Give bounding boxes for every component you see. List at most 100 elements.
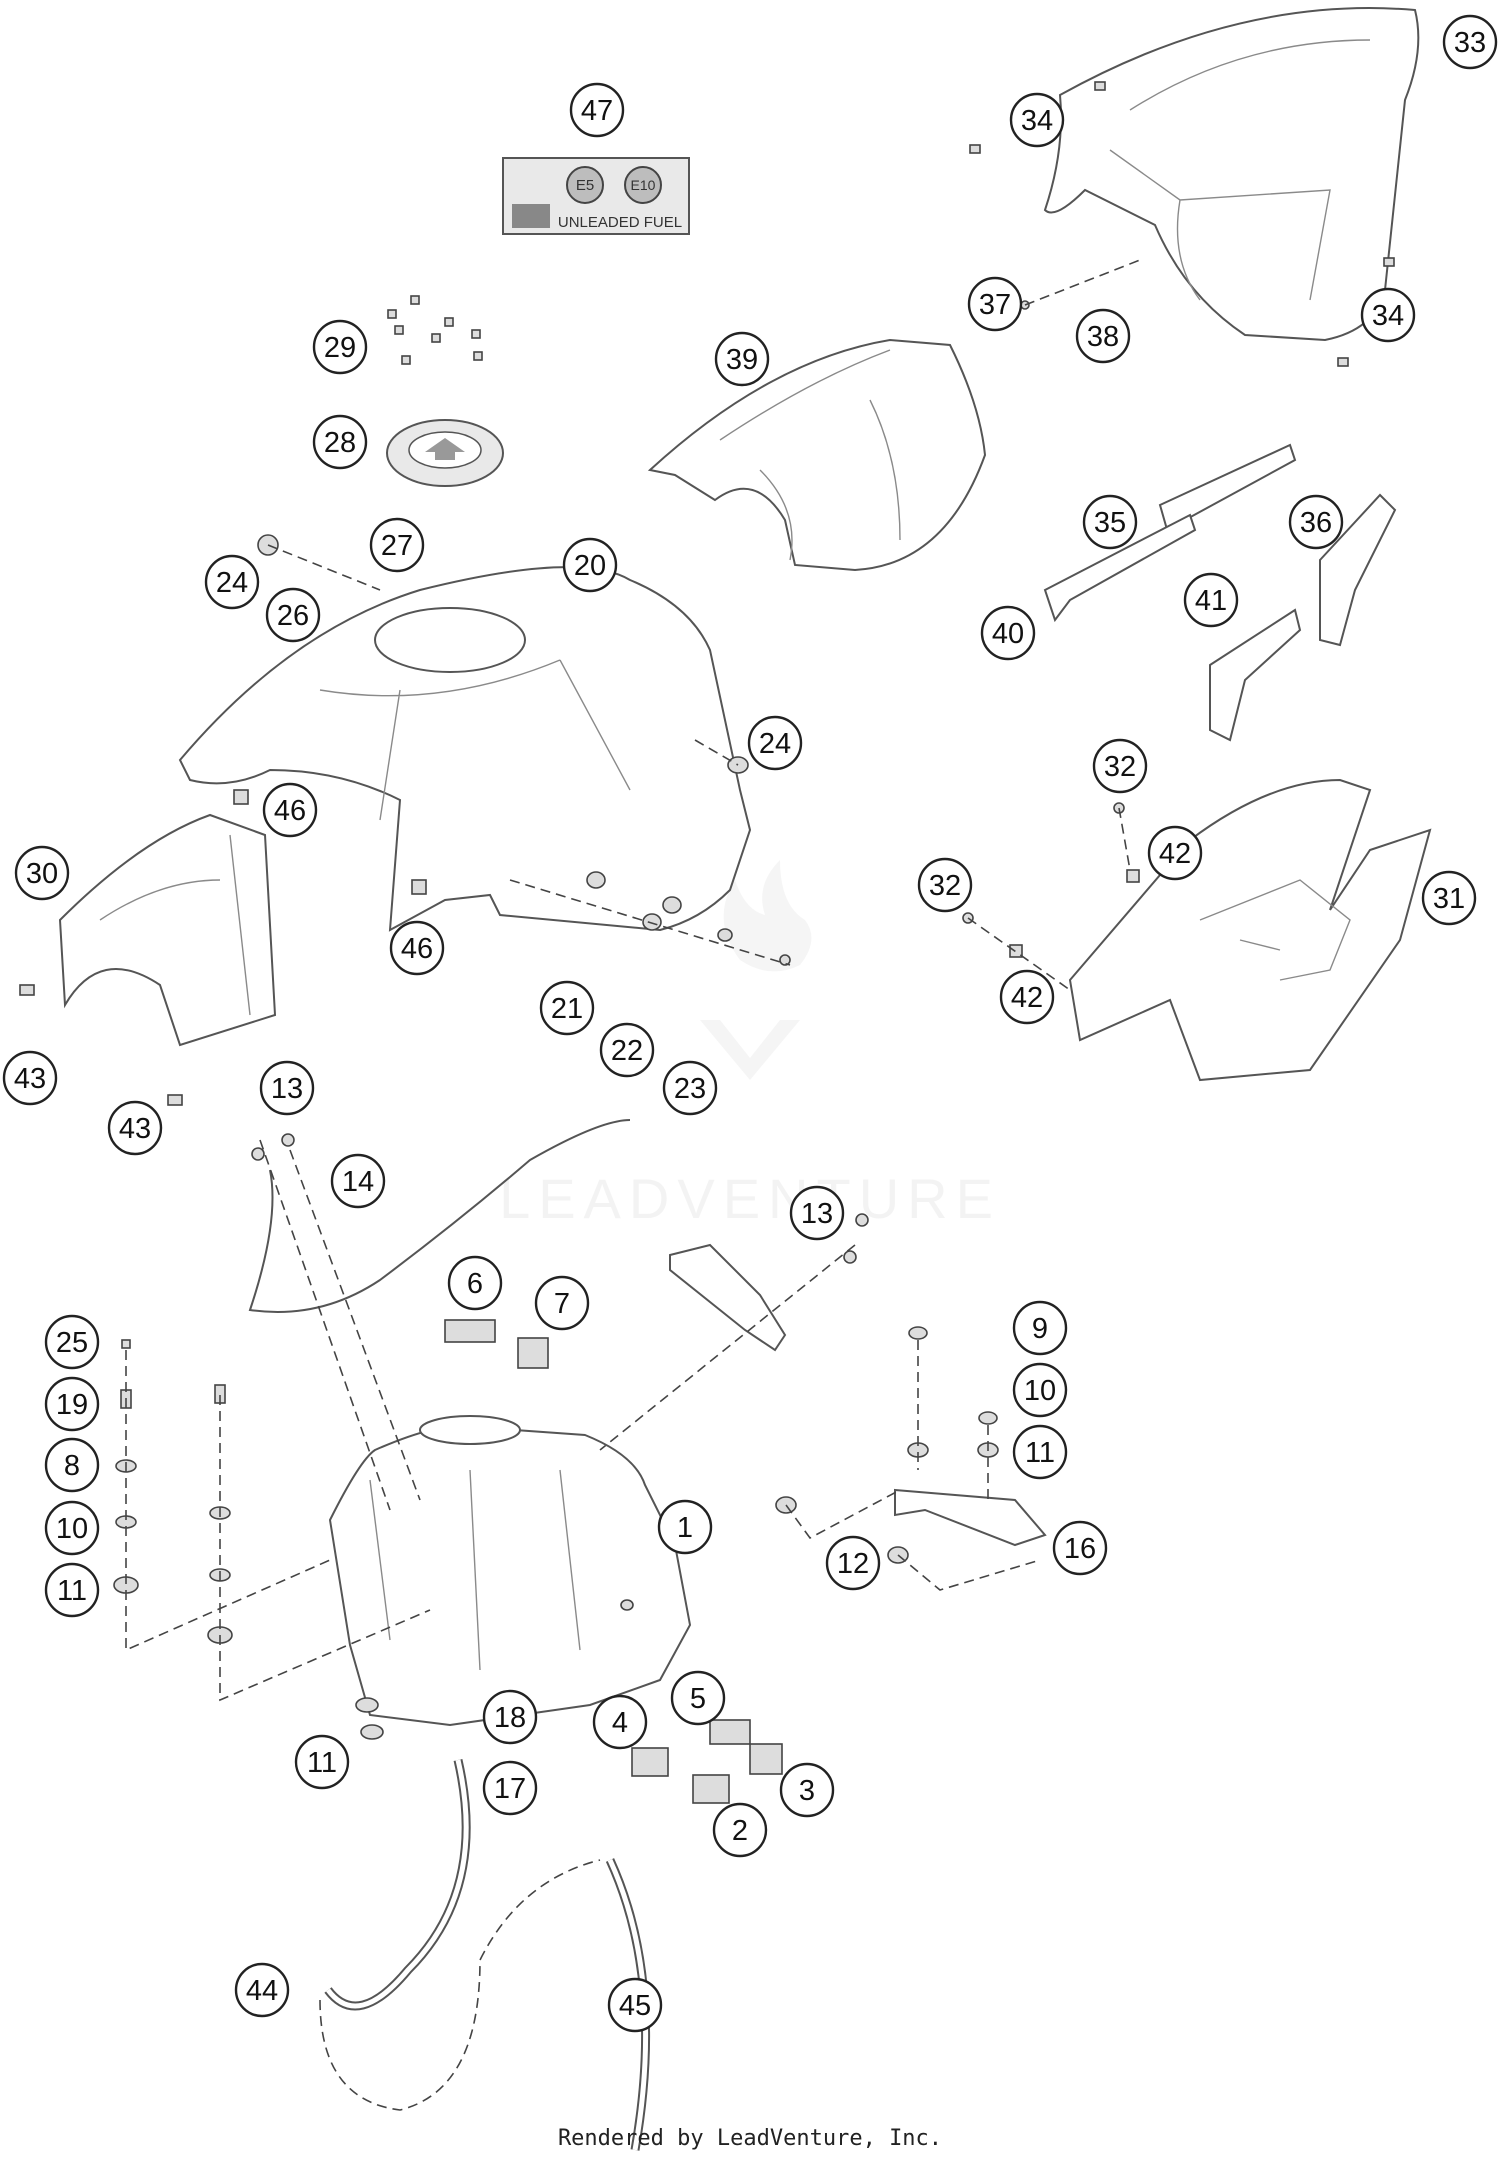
- callout-1: 1: [657, 1499, 713, 1555]
- screw-set: [387, 295, 483, 365]
- callout-3: 3: [779, 1762, 835, 1818]
- callout-number: 36: [1300, 507, 1332, 539]
- callout-36: 36: [1288, 494, 1344, 550]
- callout-46: 46: [262, 782, 318, 838]
- callout-30: 30: [14, 845, 70, 901]
- callout-number: 32: [1104, 751, 1136, 783]
- callout-10: 10: [1012, 1362, 1068, 1418]
- callout-31: 31: [1421, 870, 1477, 926]
- callout-number: 45: [619, 1990, 651, 2022]
- callout-number: 30: [26, 858, 58, 890]
- callout-number: 16: [1064, 1533, 1096, 1565]
- fuel-pump-icon: [512, 204, 550, 228]
- tank-hardware: [586, 871, 791, 966]
- callout-number: 23: [674, 1073, 706, 1105]
- callout-25: 25: [44, 1314, 100, 1370]
- callout-28: 28: [312, 414, 368, 470]
- callout-11: 11: [1012, 1424, 1068, 1480]
- callout-number: 27: [381, 530, 413, 562]
- callout-number: 43: [119, 1113, 151, 1145]
- callout-number: 6: [467, 1268, 483, 1300]
- callout-11: 11: [44, 1562, 100, 1618]
- callout-number: 5: [690, 1683, 706, 1715]
- callout-10: 10: [44, 1500, 100, 1556]
- callout-27: 27: [369, 517, 425, 573]
- callout-number: 13: [271, 1073, 303, 1105]
- callout-number: 13: [801, 1198, 833, 1230]
- callout-45: 45: [607, 1977, 663, 2033]
- callout-43: 43: [107, 1100, 163, 1156]
- callout-34: 34: [1009, 92, 1065, 148]
- callout-number: 11: [57, 1575, 87, 1607]
- callout-21: 21: [539, 980, 595, 1036]
- callout-number: 34: [1372, 300, 1404, 332]
- callout-20: 20: [562, 537, 618, 593]
- callout-26: 26: [265, 587, 321, 643]
- callout-number: 8: [64, 1450, 80, 1482]
- callout-12: 12: [825, 1535, 881, 1591]
- callout-number: 1: [677, 1512, 693, 1544]
- callout-46: 46: [389, 920, 445, 976]
- callout-number: 38: [1087, 321, 1119, 353]
- front-cover-piece: [58, 813, 277, 1047]
- unleaded-fuel-text: UNLEADED FUEL: [558, 214, 682, 231]
- callout-6: 6: [447, 1255, 503, 1311]
- callout-number: 47: [581, 95, 613, 127]
- leader-lines: [125, 259, 1141, 1702]
- callout-47: 47: [569, 82, 625, 138]
- callout-number: 7: [554, 1288, 570, 1320]
- callout-number: 21: [551, 993, 583, 1025]
- callout-number: 46: [401, 933, 433, 965]
- callout-9: 9: [1012, 1300, 1068, 1356]
- callout-number: 24: [216, 567, 248, 599]
- callout-number: 18: [494, 1702, 526, 1734]
- tank-cover: [178, 566, 752, 932]
- callout-18: 18: [482, 1689, 538, 1745]
- callout-number: 33: [1454, 27, 1486, 59]
- callout-number: 32: [929, 870, 961, 902]
- callout-7: 7: [534, 1275, 590, 1331]
- callout-34: 34: [1360, 287, 1416, 343]
- callout-19: 19: [44, 1376, 100, 1432]
- callout-23: 23: [662, 1060, 718, 1116]
- callout-number: 31: [1433, 883, 1465, 915]
- watermark-text: LEADVENTURE: [499, 1167, 1001, 1230]
- callout-number: 35: [1094, 507, 1126, 539]
- callout-number: 46: [274, 795, 306, 827]
- callout-38: 38: [1075, 308, 1131, 364]
- callout-number: 26: [277, 600, 309, 632]
- callout-41: 41: [1183, 572, 1239, 628]
- callout-13: 13: [789, 1185, 845, 1241]
- callout-22: 22: [599, 1022, 655, 1078]
- callout-42: 42: [1147, 825, 1203, 881]
- tank-bracket: [894, 1488, 1047, 1547]
- callout-29: 29: [312, 319, 368, 375]
- callout-number: 3: [799, 1775, 815, 1807]
- callout-number: 44: [246, 1975, 278, 2007]
- e5-badge: E5: [576, 177, 594, 194]
- callout-number: 42: [1159, 838, 1191, 870]
- mounting-bracket: [669, 1243, 787, 1352]
- callout-16: 16: [1052, 1520, 1108, 1576]
- part-callouts: 1234567891010111111121313141617181920212…: [2, 14, 1498, 2033]
- callout-13: 13: [259, 1060, 315, 1116]
- callout-number: 2: [732, 1815, 748, 1847]
- callout-17: 17: [482, 1760, 538, 1816]
- callout-number: 10: [1024, 1375, 1056, 1407]
- callout-number: 11: [1025, 1437, 1055, 1469]
- callout-24: 24: [204, 554, 260, 610]
- callout-number: 41: [1195, 585, 1227, 617]
- grounding-cable: [248, 1119, 631, 1313]
- callout-number: 42: [1011, 982, 1043, 1014]
- tail-section: [1068, 778, 1432, 1082]
- fuel-tank: [328, 1415, 692, 1727]
- callout-number: 43: [14, 1063, 46, 1095]
- callout-number: 22: [611, 1035, 643, 1067]
- callout-43: 43: [2, 1050, 58, 1106]
- rubber-pads: [444, 1319, 783, 1804]
- render-credit: Rendered by LeadVenture, Inc.: [557, 2126, 943, 2151]
- watermark-logo: LEADVENTURE: [499, 860, 1001, 1230]
- callout-number: 25: [56, 1327, 88, 1359]
- callout-33: 33: [1442, 14, 1498, 70]
